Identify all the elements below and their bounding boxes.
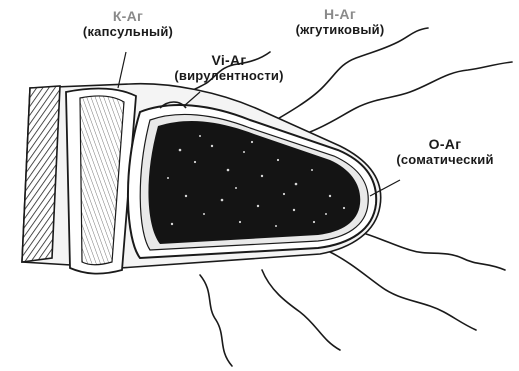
k-antigen-name: К-Аг [72, 8, 184, 24]
h-antigen-label: Н-Аг (жгутиковый) [274, 6, 406, 38]
vi-antigen-desc: (вирулентности) [158, 68, 300, 84]
flagellum-bottom-left [200, 275, 232, 366]
vi-antigen-label: Vi-Аг (вирулентности) [158, 52, 300, 84]
o-antigen-desc: (соматический [372, 152, 518, 168]
o-antigen-label: О-Аг (соматический [372, 136, 518, 168]
cytoplasm [148, 121, 360, 244]
h-antigen-name: Н-Аг [274, 6, 406, 22]
k-antigen-desc: (капсульный) [72, 24, 184, 40]
k-antigen-label: К-Аг (капсульный) [72, 8, 184, 40]
h-antigen-desc: (жгутиковый) [274, 22, 406, 38]
o-antigen-name: О-Аг [372, 136, 518, 152]
flagellum-top-right [310, 62, 512, 132]
flagellum-bottom-mid [262, 270, 340, 350]
flagellum-lower-right [330, 252, 476, 330]
flagellum-right [360, 232, 505, 270]
vi-antigen-name: Vi-Аг [158, 52, 300, 68]
